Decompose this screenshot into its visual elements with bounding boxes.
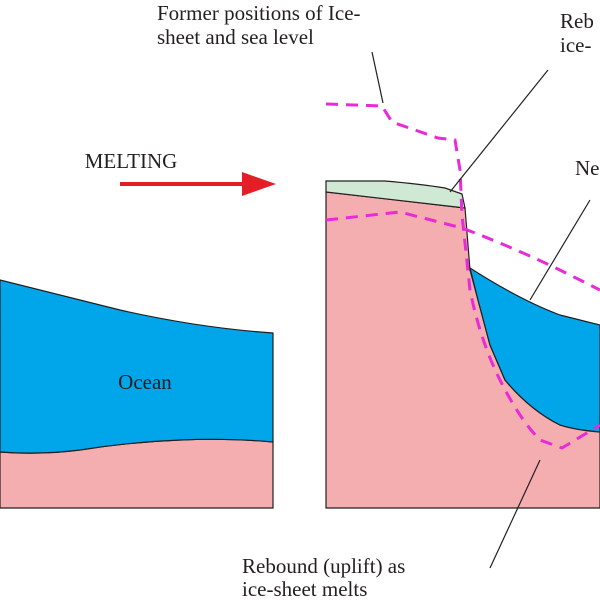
new-sea-level-label: Ne xyxy=(575,156,600,180)
left-ocean xyxy=(0,279,274,454)
leader-lines xyxy=(371,51,591,569)
right-panel xyxy=(325,102,600,509)
arrow-right-icon xyxy=(120,172,276,196)
rebound-bottom-label-line1: Rebound (uplift) as xyxy=(242,554,405,578)
melting-indicator: MELTING xyxy=(85,149,276,196)
ocean-label: Ocean xyxy=(118,370,172,394)
former-ice-sheet-outline xyxy=(325,102,600,450)
former-positions-label-line2: sheet and sea level xyxy=(157,25,314,49)
right-ocean xyxy=(469,266,600,433)
residual-ice-sheet xyxy=(325,180,466,209)
former-positions-label-line1: Former positions of Ice- xyxy=(157,1,361,25)
rebound-top-label-line2: ice- xyxy=(560,33,591,57)
left-panel: Ocean xyxy=(0,279,274,509)
rebound-bottom-label-line2: ice-sheet melts xyxy=(242,577,367,600)
melting-label: MELTING xyxy=(85,149,178,173)
annotations: Former positions of Ice- sheet and sea l… xyxy=(157,1,600,600)
former-sea-level-outline xyxy=(325,210,600,292)
rebound-top-label-line1: Reb xyxy=(560,9,594,33)
